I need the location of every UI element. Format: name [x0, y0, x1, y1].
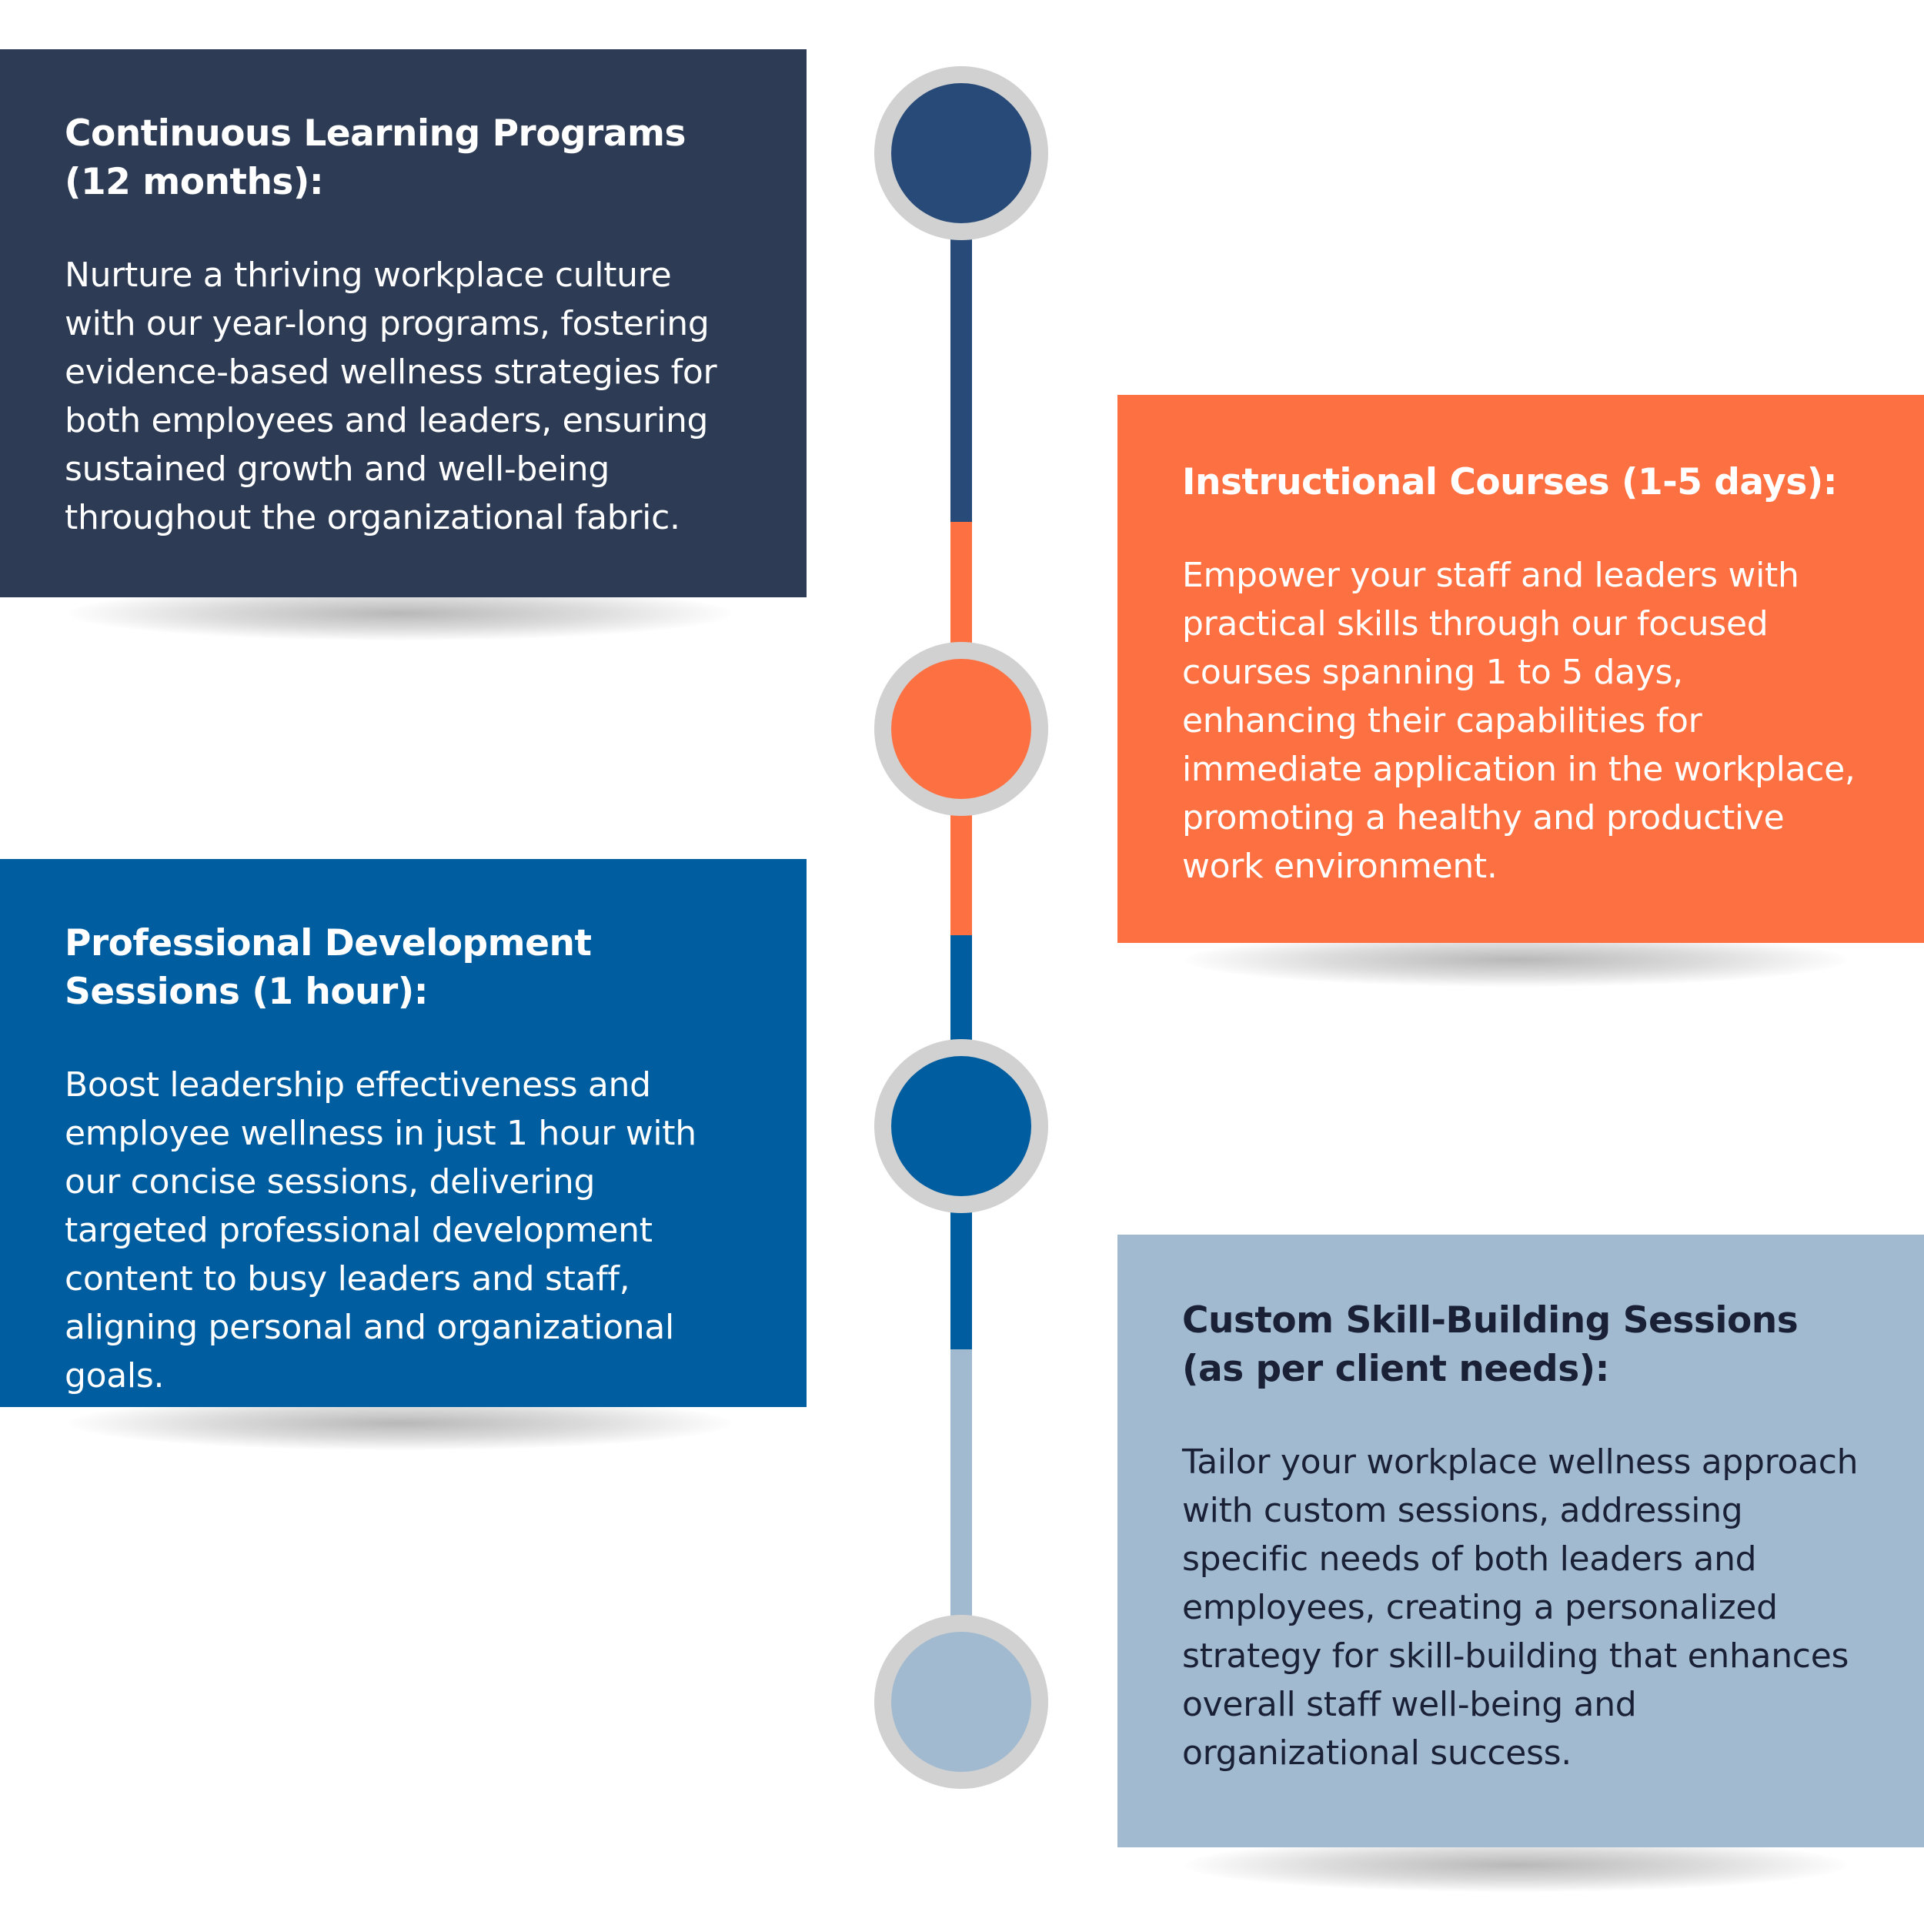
card-description: Tailor your workplace wellness approach … — [1182, 1442, 1859, 1773]
card-description: Boost leadership effectiveness and emplo… — [65, 1065, 696, 1396]
card-custom-skill-building: Custom Skill-Building Sessions (as per c… — [1117, 1235, 1924, 1847]
timeline-node-custom — [874, 1615, 1048, 1789]
card-description: Empower your staff and leaders with prac… — [1182, 556, 1856, 886]
card-instructional-courses: Instructional Courses (1-5 days): Empowe… — [1117, 395, 1924, 943]
card-continuous-learning: Continuous Learning Programs (12 months)… — [0, 49, 807, 597]
card-description: Nurture a thriving workplace culture wit… — [65, 256, 717, 537]
card-professional-development: Professional Development Sessions (1 hou… — [0, 859, 807, 1407]
card-title: Custom Skill-Building Sessions (as per c… — [1182, 1299, 1799, 1390]
timeline-node-instructional — [874, 642, 1048, 816]
card-title: Professional Development Sessions (1 hou… — [65, 922, 592, 1013]
node-fill — [891, 1632, 1031, 1772]
node-fill — [891, 1056, 1031, 1196]
timeline-node-continuous — [874, 66, 1048, 240]
timeline-node-professional — [874, 1039, 1048, 1213]
timeline-segment-custom — [950, 1349, 972, 1642]
node-fill — [891, 83, 1031, 223]
node-fill — [891, 659, 1031, 799]
card-title: Instructional Courses (1-5 days): — [1182, 461, 1838, 503]
card-title: Continuous Learning Programs (12 months)… — [65, 112, 686, 203]
